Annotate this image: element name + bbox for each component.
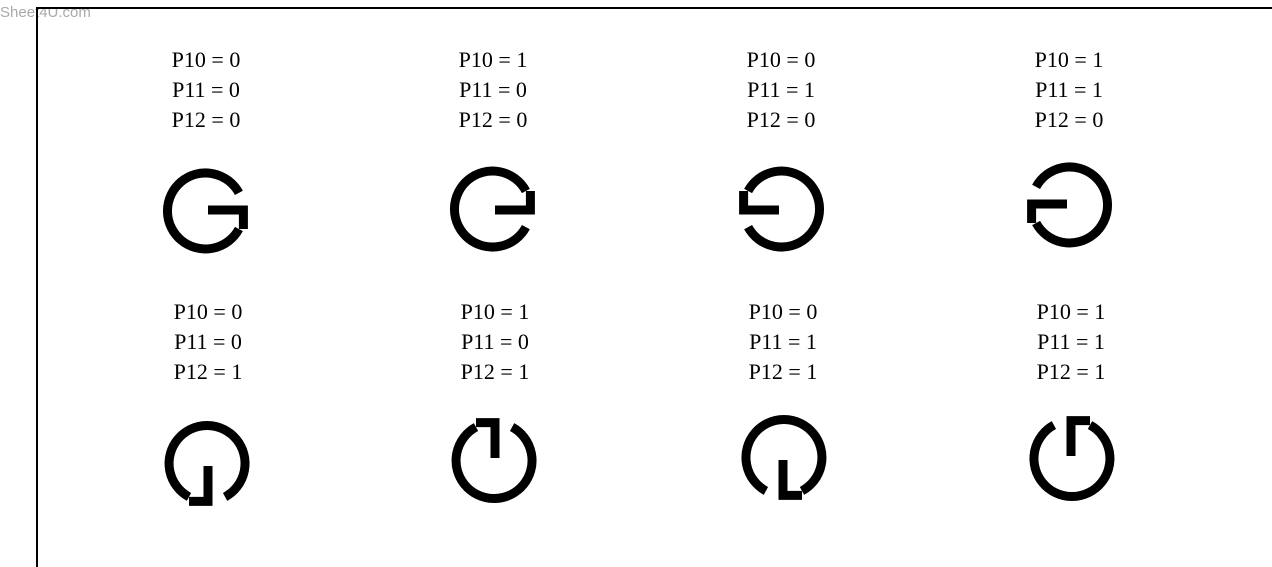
orientation-cell-3: P10 = 1 P11 = 1 P12 = 0 bbox=[994, 45, 1144, 259]
label-p10: P10 = 0 bbox=[746, 47, 816, 72]
orientation-cell-2: P10 = 0 P11 = 1 P12 = 0 bbox=[706, 45, 856, 265]
label-p11: P11 = 1 bbox=[1035, 77, 1103, 102]
label-p12: P12 = 0 bbox=[746, 107, 816, 132]
label-p12: P12 = 0 bbox=[171, 107, 241, 132]
label-p11: P11 = 0 bbox=[172, 77, 240, 102]
label-p11: P11 = 0 bbox=[459, 77, 527, 102]
orientation-cell-5: P10 = 1 P11 = 0 P12 = 1 bbox=[420, 297, 570, 515]
label-p10: P10 = 0 bbox=[748, 299, 818, 324]
label-p10: P10 = 0 bbox=[173, 299, 243, 324]
label-p11: P11 = 1 bbox=[1037, 329, 1105, 354]
pin-state-labels: P10 = 1 P11 = 0 P12 = 0 bbox=[418, 45, 568, 135]
label-p11: P11 = 0 bbox=[174, 329, 242, 354]
orientation-cell-0: P10 = 0 P11 = 0 P12 = 0 bbox=[131, 45, 281, 265]
label-p12: P12 = 0 bbox=[458, 107, 528, 132]
label-p12: P12 = 1 bbox=[460, 359, 530, 384]
letter-g-icon bbox=[151, 155, 261, 265]
letter-g-rotated-90-icon bbox=[153, 409, 263, 519]
letter-g-rotated-270-mirrored-icon bbox=[728, 403, 838, 513]
label-p11: P11 = 1 bbox=[749, 329, 817, 354]
label-p12: P12 = 1 bbox=[1036, 359, 1106, 384]
label-p10: P10 = 1 bbox=[1036, 299, 1106, 324]
label-p11: P11 = 1 bbox=[747, 77, 815, 102]
pin-state-labels: P10 = 0 P11 = 0 P12 = 0 bbox=[131, 45, 281, 135]
orientation-cell-7: P10 = 1 P11 = 1 P12 = 1 bbox=[996, 297, 1146, 513]
pin-state-labels: P10 = 1 P11 = 0 P12 = 1 bbox=[420, 297, 570, 387]
label-p12: P12 = 1 bbox=[748, 359, 818, 384]
letter-g-mirrored-icon bbox=[438, 155, 548, 265]
letter-g-rotated-270-icon bbox=[1016, 403, 1126, 513]
orientation-cell-4: P10 = 0 P11 = 0 P12 = 1 bbox=[133, 297, 283, 519]
diagram-frame bbox=[36, 7, 1272, 567]
label-p12: P12 = 1 bbox=[173, 359, 243, 384]
orientation-cell-6: P10 = 0 P11 = 1 P12 = 1 bbox=[708, 297, 858, 513]
letter-g-flipped-vertical-icon bbox=[1014, 149, 1124, 259]
pin-state-labels: P10 = 0 P11 = 1 P12 = 1 bbox=[708, 297, 858, 387]
label-p10: P10 = 1 bbox=[458, 47, 528, 72]
pin-state-labels: P10 = 1 P11 = 1 P12 = 0 bbox=[994, 45, 1144, 135]
label-p12: P12 = 0 bbox=[1034, 107, 1104, 132]
orientation-cell-1: P10 = 1 P11 = 0 P12 = 0 bbox=[418, 45, 568, 265]
label-p11: P11 = 0 bbox=[461, 329, 529, 354]
letter-g-rotated-180-icon bbox=[726, 155, 836, 265]
label-p10: P10 = 1 bbox=[460, 299, 530, 324]
label-p10: P10 = 0 bbox=[171, 47, 241, 72]
pin-state-labels: P10 = 0 P11 = 0 P12 = 1 bbox=[133, 297, 283, 387]
pin-state-labels: P10 = 1 P11 = 1 P12 = 1 bbox=[996, 297, 1146, 387]
pin-state-labels: P10 = 0 P11 = 1 P12 = 0 bbox=[706, 45, 856, 135]
letter-g-rotated-90-mirrored-icon bbox=[440, 405, 550, 515]
label-p10: P10 = 1 bbox=[1034, 47, 1104, 72]
